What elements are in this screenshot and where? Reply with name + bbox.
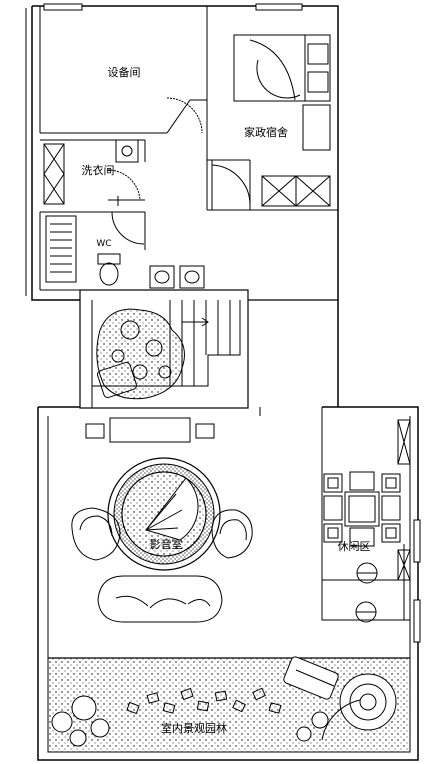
wc-room — [39, 211, 146, 291]
laundry-shelf — [43, 143, 65, 205]
label-wc: WC — [96, 239, 111, 249]
round-rug — [107, 457, 221, 571]
washing-machine — [115, 139, 139, 163]
wc-shower — [45, 215, 77, 283]
nanny-room — [207, 34, 338, 211]
leisure-area — [321, 414, 411, 623]
armchair-left — [71, 507, 121, 561]
armchair-right — [211, 509, 253, 559]
sink-left — [149, 265, 175, 289]
label-laundry-room: 洗衣间 — [82, 163, 115, 177]
label-audio-room: 影音室 — [150, 537, 183, 551]
equipment-room — [39, 6, 208, 210]
audio-room — [71, 417, 253, 623]
sink-right — [179, 265, 205, 289]
indoor-garden — [47, 656, 411, 753]
corridor-sinks — [145, 265, 248, 291]
outer-walls — [25, 3, 421, 761]
label-indoor-garden: 室内景观园林 — [161, 721, 227, 735]
game-table — [344, 491, 380, 527]
staircase — [79, 289, 249, 409]
toilet-bowl — [99, 262, 119, 286]
label-equipment-room: 设备间 — [108, 65, 141, 79]
toilet-tank — [97, 253, 121, 265]
bed — [233, 34, 331, 102]
stair-lounge-chair — [97, 361, 137, 399]
room-labels: 设备间 家政宿舍 洗衣间 WC 影音室 休闲区 室内景观园林 — [82, 65, 371, 735]
label-leisure-area: 休闲区 — [338, 539, 371, 553]
garden-tree — [339, 673, 397, 731]
fan-table — [145, 477, 199, 541]
sofa-curved — [97, 575, 223, 623]
garden-bench — [283, 656, 339, 700]
label-nanny-room: 家政宿舍 — [244, 125, 288, 139]
